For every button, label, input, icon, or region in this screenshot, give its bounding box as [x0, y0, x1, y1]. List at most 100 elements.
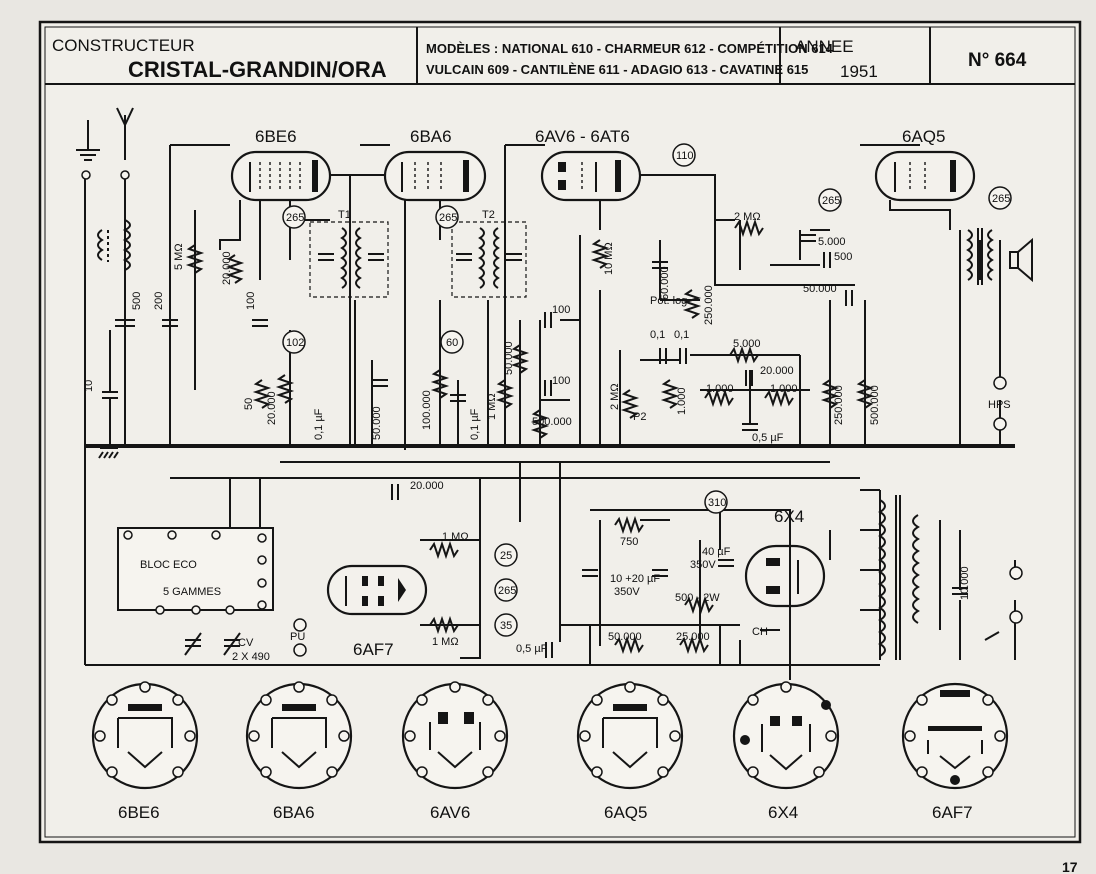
val-c500: 500 [131, 292, 143, 310]
bloc-subtitle: 5 GAMMES [163, 586, 221, 598]
val-c50k-a: 50.000 [371, 406, 383, 440]
val-r750: 750 [620, 536, 638, 548]
val-r1m-a: 1 MΩ [486, 393, 498, 420]
socket-6af7: 6AF7 [901, 682, 1009, 822]
val-c05uf-b: 0,5 µF [516, 643, 548, 655]
val-r1m-c: 1 MΩ [432, 636, 459, 648]
val-c20k-b: 20.000 [410, 480, 444, 492]
title-block: CONSTRUCTEUR CRISTAL-GRANDIN/ORA MODÈLES… [45, 27, 1075, 85]
label-6aq5: 6AQ5 [902, 127, 945, 146]
val-v350-a: 350V [614, 586, 640, 598]
tube-6aq5: 6AQ5 [874, 127, 976, 202]
bus-lines [84, 175, 1015, 666]
val-c200: 200 [153, 292, 165, 310]
val-r5k: 5.000 [733, 338, 761, 350]
tube-6af7: 6AF7 [326, 564, 428, 659]
socket-label-6be6: 6BE6 [118, 803, 160, 822]
val-c5k: 5.000 [818, 236, 846, 248]
val-r20k-a: 20.000 [221, 251, 233, 285]
socket-6av6: 6AV6 [401, 681, 509, 822]
val-r25k: 25.000 [676, 631, 710, 643]
label-6ba6: 6BA6 [410, 127, 452, 146]
val-c10k: 10.000 [959, 566, 971, 600]
val-c500-b: 500 [834, 251, 852, 263]
socket-label-6aq5: 6AQ5 [604, 803, 647, 822]
val-r50k-b: 50.000 [608, 631, 642, 643]
val-r250k: 250.000 [833, 385, 845, 425]
socket-6x4: 6X4 [732, 681, 840, 822]
tube-6ba6: 6BA6 [383, 127, 487, 202]
val-c01-a: 0,1 [650, 329, 665, 341]
cv-label: CV [238, 637, 254, 649]
val-c50k-c: 50.000 [803, 283, 837, 295]
label-t1: T1 [338, 209, 351, 221]
val-pot-250k: 250.000 [703, 285, 715, 325]
tube-6av6: 6AV6 - 6AT6 [535, 127, 642, 202]
val-r100k: 100.000 [421, 390, 433, 430]
val-ch: CH [752, 626, 768, 638]
val-r1k-b: 1.000 [706, 383, 734, 395]
page-number: 17 [1062, 859, 1078, 874]
val-r1m-b: 1 MΩ [442, 531, 469, 543]
val-r500k-b: 500.000 [869, 385, 881, 425]
val-c20k: 20.000 [760, 365, 794, 377]
volt-265-a: 265 [822, 195, 840, 207]
capacitors [162, 234, 968, 658]
schematic-wiring [169, 144, 1016, 680]
val-c100-b: 100 [552, 304, 570, 316]
val-r1k-a: 1.000 [676, 387, 688, 415]
bloc-eco: BLOC ECO 5 GAMMES CV 2 X 490 PU [117, 527, 307, 663]
val-c01-b: 0,1 [674, 329, 689, 341]
volt-102: 102 [286, 337, 304, 349]
val-c100-c: 100 [552, 375, 570, 387]
socket-label-6af7: 6AF7 [932, 803, 973, 822]
constructeur-label: CONSTRUCTEUR [52, 36, 195, 55]
val-v350-b: 350V [690, 559, 716, 571]
val-r1k-c: 1.000 [770, 383, 798, 395]
numero-fiche: N° 664 [968, 50, 1027, 71]
constructeur-name: CRISTAL-GRANDIN/ORA [128, 57, 387, 82]
val-c100-a: 100 [245, 292, 257, 310]
socket-label-6x4: 6X4 [768, 803, 798, 822]
val-p2: P2 [633, 411, 646, 423]
val-c01uf-b: 0,1 µF [469, 408, 481, 440]
label-6be6: 6BE6 [255, 127, 297, 146]
annee-label: ANNEE [795, 37, 854, 56]
power-transformer [878, 495, 1023, 660]
volt-265-b: 265 [992, 193, 1010, 205]
socket-label-6av6: 6AV6 [430, 803, 470, 822]
socket-6be6: 6BE6 [91, 681, 199, 822]
tube-sockets: 6BE6 6BA6 6AV6 6AQ5 [91, 681, 1009, 822]
volt-25: 25 [500, 550, 512, 562]
val-c50k-b: 50.000 [659, 266, 671, 300]
val-r50: 50 [243, 398, 255, 410]
socket-6aq5: 6AQ5 [576, 681, 684, 822]
val-r500k: 500.000 [532, 416, 572, 428]
bloc-title: BLOC ECO [140, 559, 197, 571]
volt-35: 35 [500, 620, 512, 632]
component-labels: 10 500 200 5 MΩ 20.000 100 50 20.000 0,1… [83, 211, 1011, 655]
val-c10: 10 [83, 380, 95, 392]
resistors [185, 218, 875, 655]
val-cap-40: 40 µF [702, 546, 731, 558]
volt-265-d: 265 [439, 212, 457, 224]
tube-6be6: 6BE6 [230, 127, 332, 202]
antenna-coil [97, 219, 135, 446]
volt-60: 60 [446, 337, 458, 349]
pu-label: PU [290, 631, 305, 643]
val-pot-log: Pot. log [650, 295, 687, 307]
val-c05uf-a: 0,5 µF [752, 432, 784, 444]
label-t2: T2 [482, 209, 495, 221]
volt-265-c: 265 [286, 212, 304, 224]
modeles-line-1: MODÈLES : NATIONAL 610 - CHARMEUR 612 - … [426, 41, 834, 56]
volt-310: 310 [708, 497, 726, 509]
val-c01uf-a: 0,1 µF [313, 408, 325, 440]
val-r2m-b: 2 MΩ [734, 211, 761, 223]
val-r500-2w: 500 - 2W [675, 592, 720, 604]
voltage-markers: 110 265 265 265 102 60 265 265 25 35 310 [282, 143, 1012, 637]
antenna-earth [76, 107, 134, 459]
label-6av6-6at6: 6AV6 - 6AT6 [535, 127, 630, 146]
val-hps: HPS [988, 399, 1011, 411]
val-r10m: 10 MΩ [603, 242, 615, 275]
